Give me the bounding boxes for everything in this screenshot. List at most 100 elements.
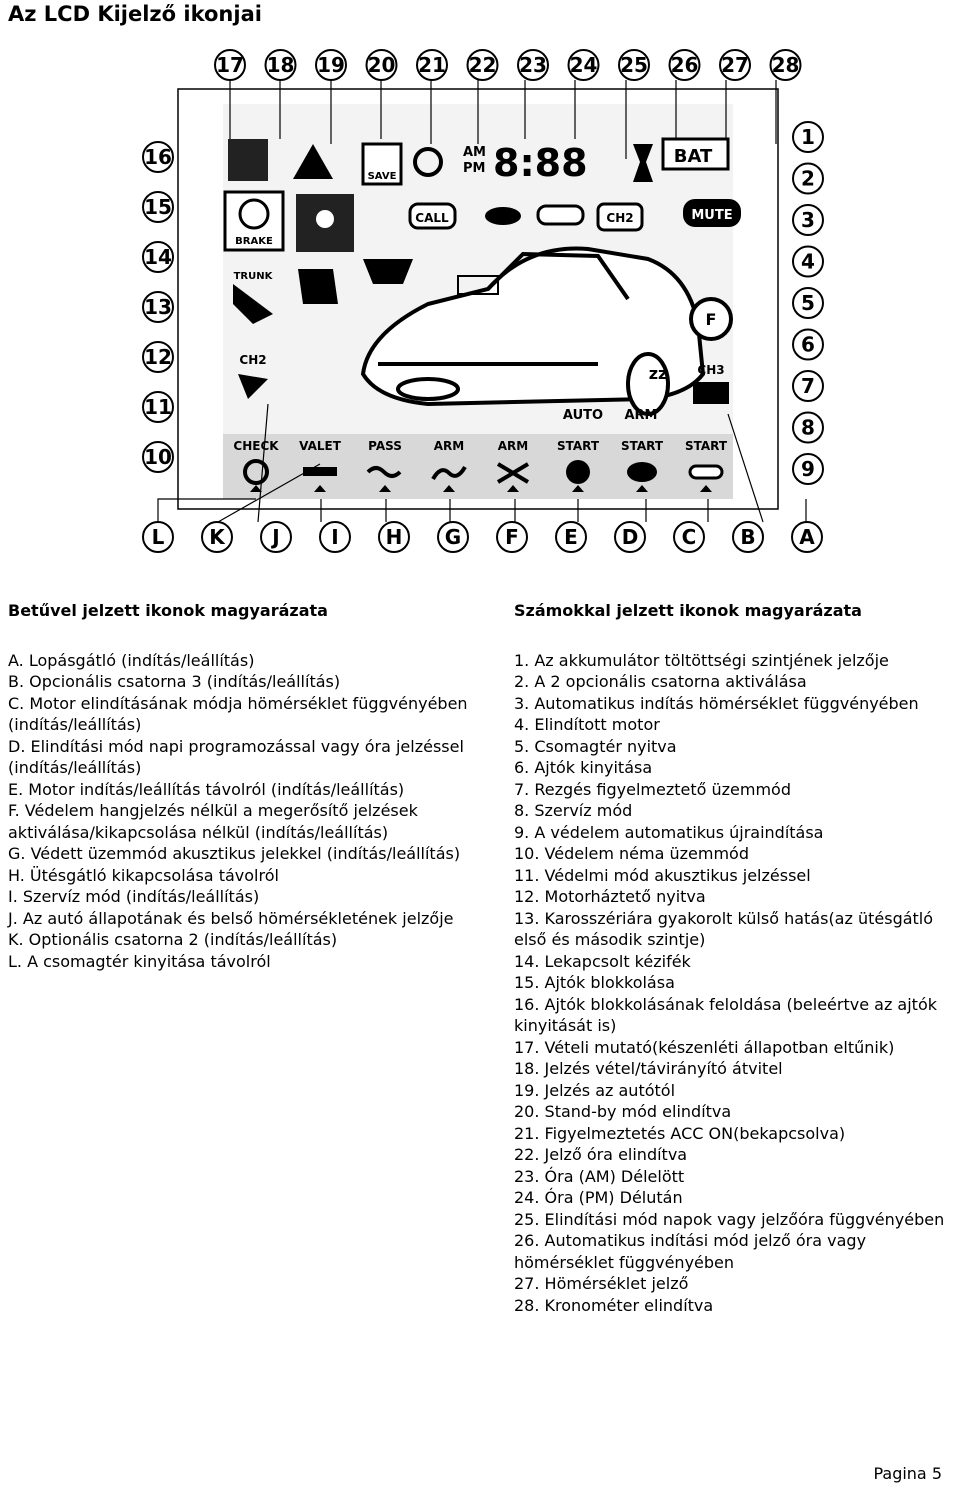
legend-item: 24. Óra (PM) Délután — [514, 1188, 683, 1207]
callout-label: 13 — [144, 295, 172, 319]
zz-text: zz — [649, 364, 668, 383]
second-icon-row: BRAKE CALL CH2 MUTE — [223, 190, 741, 252]
callout-circle — [264, 49, 297, 81]
siren-icon — [298, 269, 338, 304]
callout-label: 11 — [144, 395, 172, 419]
save-text: SAVE — [368, 171, 397, 182]
trunk-icon — [233, 284, 273, 324]
legend-item: 9. A védelem automatikus újraindítása — [514, 822, 824, 842]
callout-label: 4 — [801, 250, 815, 274]
call-text: CALL — [415, 211, 449, 225]
check-text: CHECK — [233, 439, 279, 453]
callout-label: 5 — [801, 291, 815, 315]
wave-icon — [366, 466, 402, 478]
callout-circle — [792, 287, 824, 319]
key-icon — [536, 204, 585, 226]
callout-circle — [315, 49, 347, 81]
number-legend-list: 1. Az akkumulátor töltöttségi szintjének… — [514, 650, 954, 1317]
left-icon-column: TRUNK CH2 — [233, 259, 413, 399]
legend-item: L. A csomagtér kinyitása távolról — [8, 951, 271, 971]
legend-item: A. Lopásgátló (indítás/leállítás) — [8, 650, 255, 670]
legend-item: 22. Jelző óra elindítva — [514, 1145, 688, 1164]
legend-item: 15. Ajtók blokkolása — [514, 973, 675, 992]
arm-audio-icon — [431, 465, 467, 481]
legend-item: D. Elindítási mód napi programozással va… — [8, 736, 464, 778]
signal-strength-icon — [228, 139, 268, 181]
legend-item: 27. Hömérséklet jelző — [514, 1274, 689, 1293]
start-timer-icon — [627, 462, 657, 482]
callout-circle — [792, 453, 824, 485]
auto-text: AUTO — [563, 408, 603, 423]
callout-label: 26 — [671, 53, 699, 77]
vibration-icon — [693, 382, 729, 404]
mute-text: MUTE — [691, 208, 732, 223]
hood-icon — [363, 259, 413, 284]
arm-g-text: ARM — [434, 439, 464, 453]
callout-circle — [792, 328, 824, 361]
callout-circle — [792, 370, 824, 402]
callout-circle — [142, 441, 174, 473]
callout-label: 24 — [570, 53, 598, 77]
callout-circle — [319, 521, 351, 553]
shock-icon — [238, 374, 268, 399]
ch3-text: CH3 — [697, 363, 724, 377]
callout-circle — [437, 521, 469, 553]
callout-label: 9 — [801, 457, 815, 481]
callout-circle — [142, 391, 174, 423]
callout-label: 12 — [144, 345, 172, 369]
legend-item: 20. Stand-by mód elindítva — [514, 1102, 732, 1121]
callout-label: 20 — [368, 53, 396, 77]
callout-label: C — [682, 525, 697, 549]
callout-circle — [142, 241, 174, 273]
valet-text: VALET — [299, 439, 342, 453]
legend-item: 16. Ajtók blokkolásának feloldása (beleé… — [514, 994, 937, 1036]
no-service-icon — [689, 297, 733, 341]
callout-label: 8 — [801, 416, 815, 440]
callout-label: G — [445, 525, 461, 549]
pm-text: PM — [463, 161, 485, 176]
pass-text: PASS — [368, 439, 402, 453]
bottom-leader-lines — [157, 403, 807, 523]
callout-circle — [719, 49, 751, 81]
callout-circle — [466, 49, 499, 81]
am-text: AM — [463, 145, 486, 160]
callout-circle — [517, 49, 549, 81]
arm-silent-icon — [496, 462, 530, 484]
legend-item: 1. Az akkumulátor töltöttségi szintjének… — [514, 650, 889, 670]
legend-item: 6. Ajtók kinyitása — [514, 758, 653, 777]
legend-item: 7. Rezgés figyelmeztető üzemmód — [514, 779, 791, 799]
legend-item: 21. Figyelmeztetés ACC ON(bekapcsolva) — [514, 1123, 846, 1143]
callout-label: H — [386, 525, 403, 549]
start-temp-icon — [688, 464, 724, 480]
battery-icon — [661, 137, 730, 171]
alarm-clock-icon — [413, 147, 443, 177]
ch2-text: CH2 — [606, 211, 633, 225]
trunk-text: TRUNK — [234, 271, 274, 282]
callout-circle — [142, 191, 174, 223]
callout-label: 23 — [519, 53, 547, 77]
callout-circle — [792, 411, 824, 444]
callout-label: 25 — [620, 53, 648, 77]
callout-label: A — [799, 525, 815, 549]
legend-item: 23. Óra (AM) Délelött — [514, 1166, 685, 1186]
callout-circle — [618, 49, 650, 81]
legend-item: 8. Szervíz mód — [514, 801, 633, 820]
car-silhouette — [360, 246, 706, 416]
letter-legend-list: A. Lopásgátló (indítás/leállítás)B. Opci… — [8, 650, 478, 973]
callout-circle — [416, 49, 448, 81]
callout-label: 21 — [418, 53, 446, 77]
brake-text: BRAKE — [235, 236, 273, 247]
arm-f-text: ARM — [498, 439, 528, 453]
legend-item: 13. Karosszériára gyakorolt külső hatás(… — [514, 908, 934, 950]
callout-label: E — [564, 525, 578, 549]
engine-icon — [457, 275, 499, 295]
top-icon-row: SAVE AM PM 8:88 BAT — [228, 137, 730, 186]
callout-circle — [792, 121, 824, 153]
start-e-text: START — [557, 439, 600, 453]
brake-icon — [223, 190, 285, 252]
arm-top-text: ARM — [624, 408, 657, 423]
callout-circle — [792, 162, 824, 195]
callout-label: 2 — [801, 167, 815, 191]
mute-icon — [683, 199, 741, 227]
letter-legend-heading: Betűvel jelzett ikonok magyarázata — [8, 601, 328, 620]
